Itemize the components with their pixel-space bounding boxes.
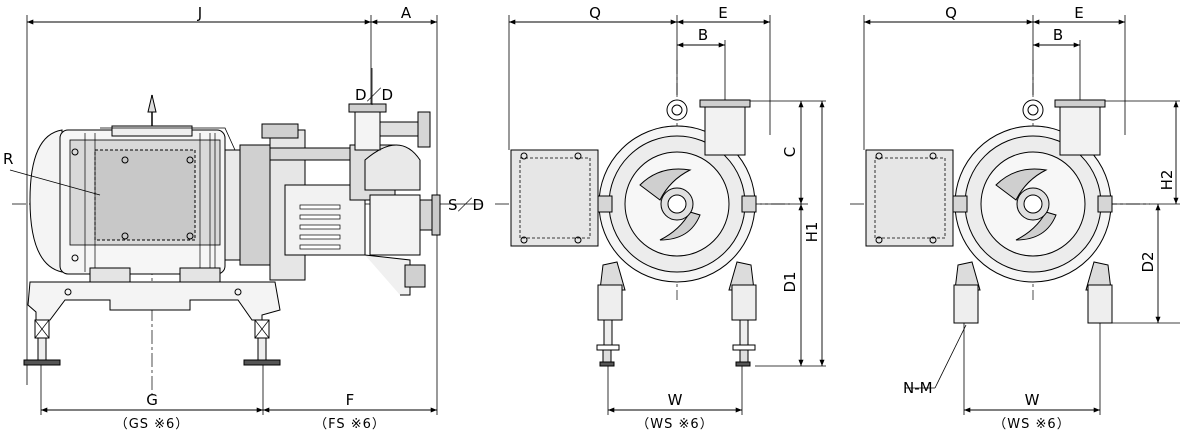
caption-FS: （FS ※6）: [314, 417, 386, 432]
label-Q1: Q: [589, 4, 601, 22]
label-F: F: [346, 391, 355, 409]
label-D2: D2: [1139, 251, 1157, 272]
label-B2: B: [1053, 26, 1063, 44]
label-D1: D1: [781, 271, 799, 292]
label-R: R: [3, 150, 13, 168]
label-E2: E: [1074, 4, 1083, 22]
label-C: C: [781, 147, 799, 157]
label-H2: H2: [1158, 170, 1176, 191]
leader-R: [9, 169, 101, 196]
label-H1: H1: [803, 222, 821, 243]
front-view-2: [850, 15, 1180, 415]
caption-GS: （GS ※6）: [115, 417, 190, 432]
lifting-eye-front2: [1022, 99, 1044, 121]
motor-box-front2: [865, 149, 954, 247]
cooling-fins: [84, 133, 216, 272]
label-W2: W: [1025, 391, 1040, 409]
front1-dimension-lines: [508, 19, 825, 413]
label-E1: E: [718, 4, 727, 22]
base-frame: [27, 267, 281, 339]
leader-NM: [934, 324, 967, 389]
label-DD: D／D: [355, 86, 393, 104]
label-Q2: Q: [945, 4, 957, 22]
legs-front1: [596, 261, 757, 367]
motor: [29, 94, 246, 275]
front-view-1: [495, 15, 826, 415]
label-G: G: [146, 391, 158, 409]
labels: J A R D／D S／D G F （GS ※6） （FS ※6） Q E B …: [3, 4, 1176, 432]
leveling-feet-side: [23, 337, 281, 366]
caption-WS1: （WS ※6）: [636, 417, 713, 432]
label-B1: B: [698, 26, 708, 44]
caption-WS2: （WS ※6）: [993, 417, 1070, 432]
label-J: J: [197, 4, 202, 22]
pump-casing: [239, 103, 441, 296]
side-view: [9, 15, 482, 415]
lifting-eye-front1: [666, 99, 688, 121]
label-W1: W: [668, 391, 683, 409]
vent-slots: [299, 204, 341, 250]
motor-box-front1: [510, 149, 599, 247]
side-dimension-lines: [26, 19, 437, 413]
label-SD: S／D: [448, 196, 484, 214]
legs-front2: [953, 261, 1113, 324]
label-NM: N-M: [903, 379, 933, 397]
label-A: A: [401, 4, 412, 22]
front2-dimension-lines: [864, 19, 1179, 413]
